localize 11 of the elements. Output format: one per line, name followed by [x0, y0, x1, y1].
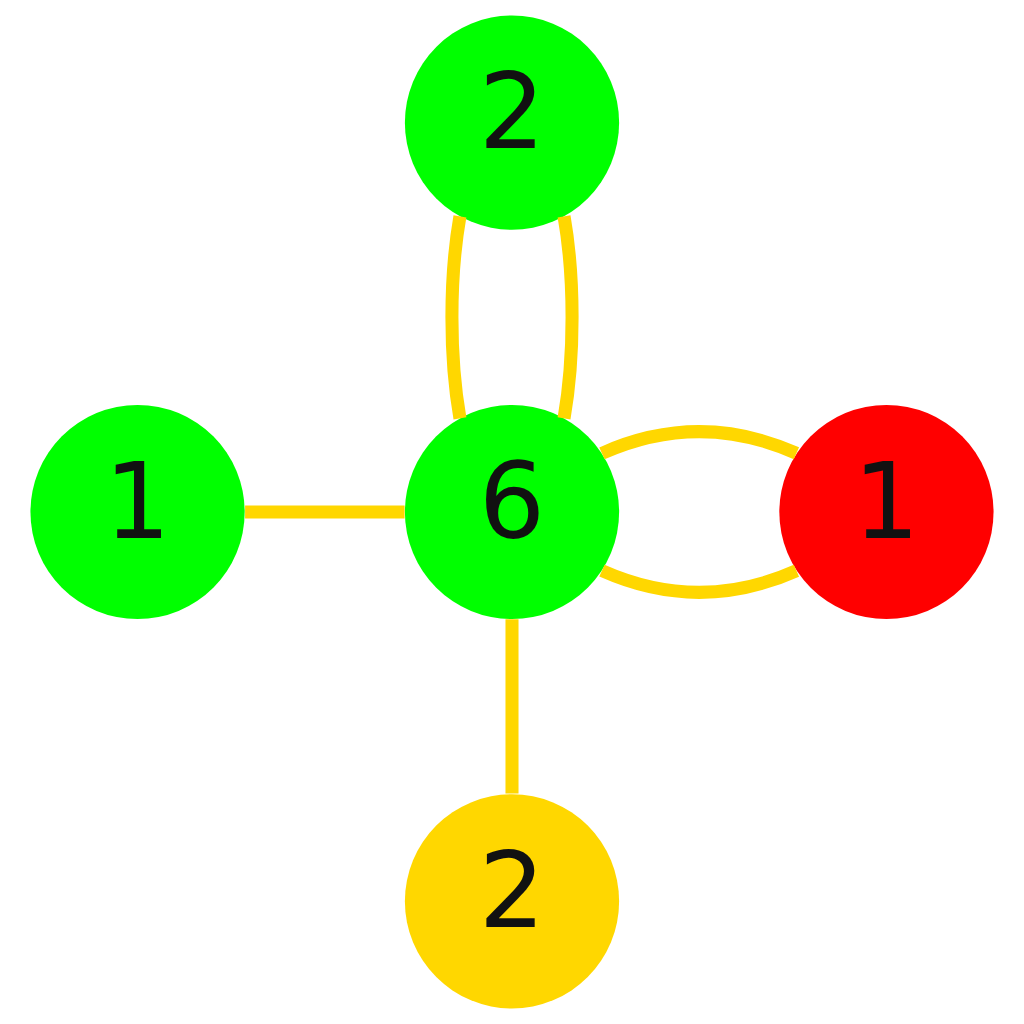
node-circle: 2	[404, 794, 620, 1009]
connector	[245, 505, 405, 519]
node-circle: 1	[779, 404, 994, 620]
node-circle: 2	[404, 15, 620, 230]
connector	[505, 619, 519, 794]
node-circle: 1	[30, 404, 245, 620]
connector	[599, 564, 799, 599]
connector	[557, 215, 579, 420]
connector	[599, 425, 799, 460]
node-circle: 6	[404, 404, 620, 620]
connector	[445, 215, 467, 420]
